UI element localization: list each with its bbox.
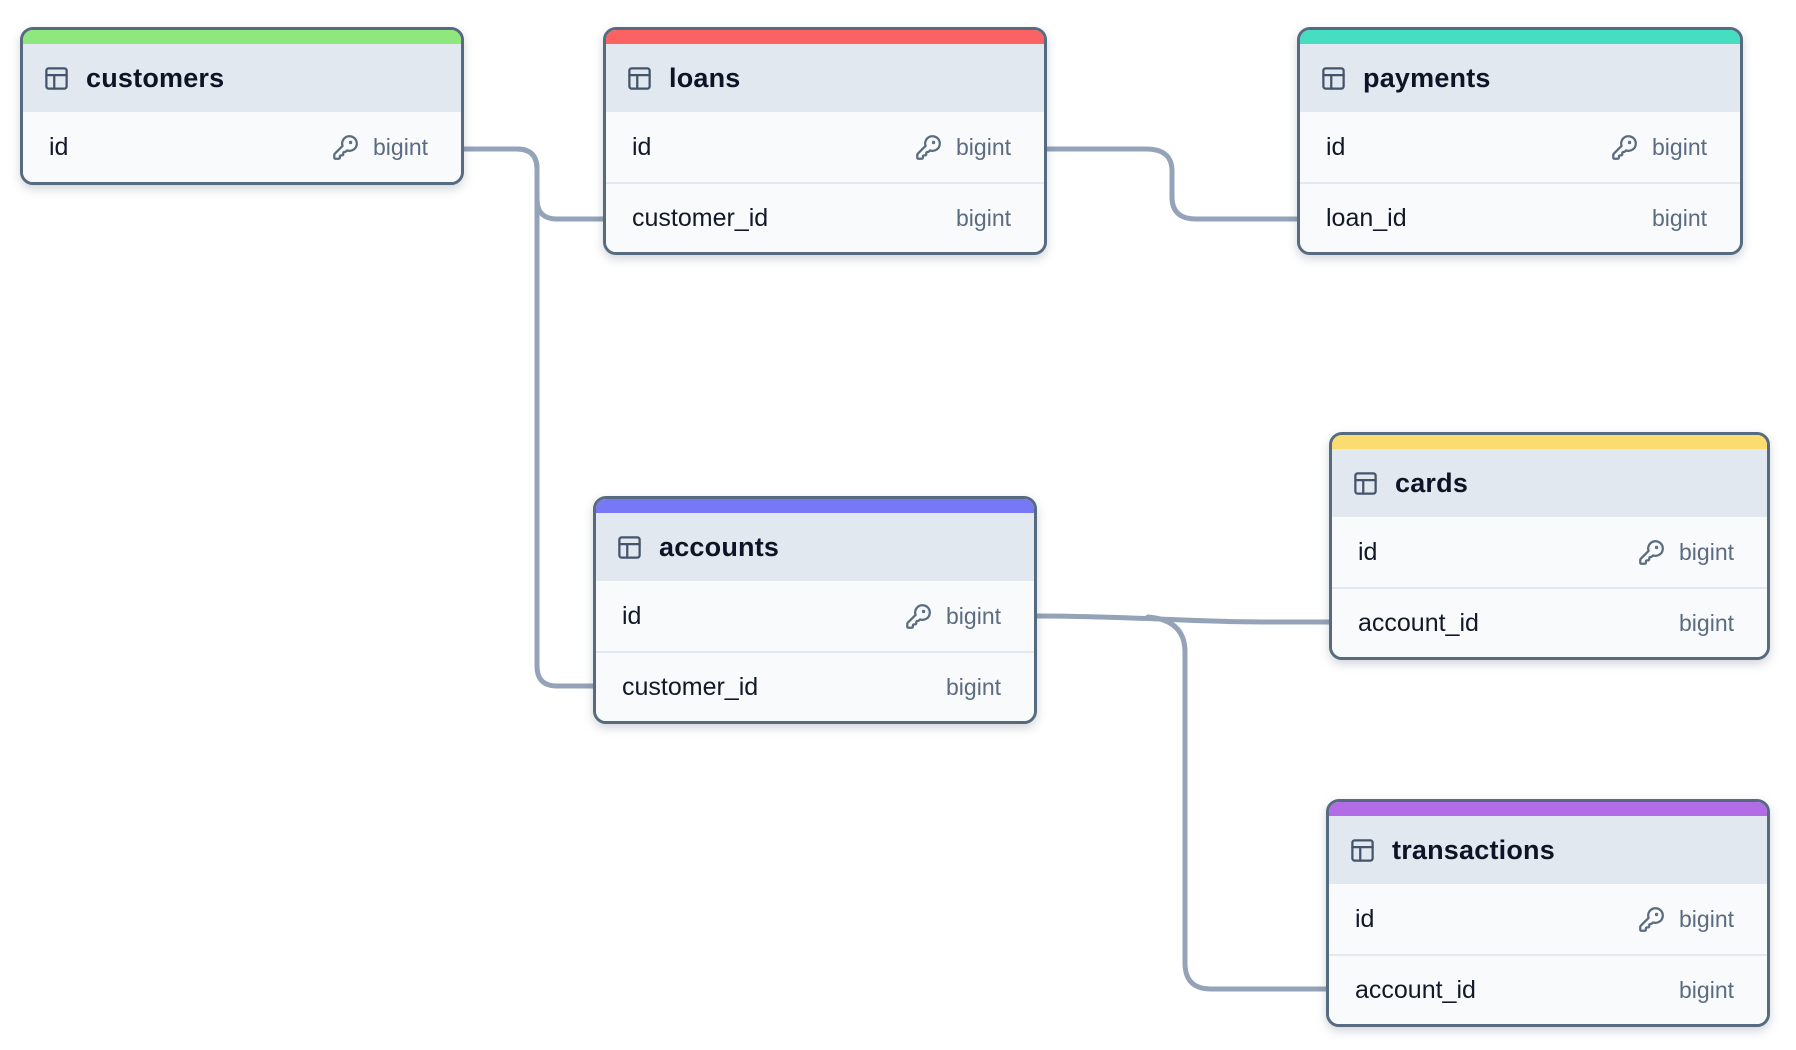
table-title: transactions	[1392, 834, 1555, 865]
field-row: account_id bigint	[1332, 587, 1767, 657]
table-header[interactable]: customers	[23, 44, 461, 112]
field-name: id	[1355, 904, 1375, 933]
table-title: payments	[1363, 62, 1491, 93]
field-row: loan_id bigint	[1300, 182, 1740, 252]
primary-key-icon	[1638, 539, 1665, 566]
field-name: id	[1326, 132, 1346, 161]
field-name: account_id	[1355, 975, 1476, 1004]
table-title: loans	[669, 62, 741, 93]
relationship-customers-accounts	[461, 146, 596, 689]
field-row: id bigint	[1300, 112, 1740, 182]
field-type: bigint	[373, 133, 428, 160]
primary-key-icon	[1611, 134, 1638, 161]
field-name: loan_id	[1326, 203, 1407, 232]
field-row: customer_id bigint	[606, 182, 1044, 252]
table-icon	[1320, 65, 1347, 92]
table-header[interactable]: transactions	[1329, 816, 1767, 884]
table-header[interactable]: accounts	[596, 513, 1034, 581]
primary-key-icon	[905, 603, 932, 630]
table-title: accounts	[659, 531, 780, 562]
field-type: bigint	[1652, 204, 1707, 231]
table-card-loans[interactable]: loans id bigint customer_id bigint	[603, 27, 1047, 255]
table-icon	[1352, 470, 1379, 497]
field-type: bigint	[1679, 609, 1734, 636]
field-name: id	[632, 132, 652, 161]
field-name: id	[622, 601, 642, 630]
field-row: id bigint	[23, 112, 461, 182]
table-card-customers[interactable]: customers id bigint	[20, 27, 464, 185]
table-header[interactable]: cards	[1332, 449, 1767, 517]
table-card-transactions[interactable]: transactions id bigint account_id bigint	[1326, 799, 1770, 1027]
field-name: customer_id	[622, 672, 759, 701]
relationship-accounts-transactions	[1145, 614, 1329, 992]
table-card-payments[interactable]: payments id bigint loan_id bigint	[1297, 27, 1743, 255]
table-color-bar	[1300, 30, 1740, 44]
field-row: account_id bigint	[1329, 954, 1767, 1024]
primary-key-icon	[332, 134, 359, 161]
field-type: bigint	[956, 204, 1011, 231]
table-card-cards[interactable]: cards id bigint account_id bigint	[1329, 432, 1770, 660]
field-type: bigint	[946, 673, 1001, 700]
table-icon	[43, 65, 70, 92]
table-color-bar	[606, 30, 1044, 44]
table-title: cards	[1395, 467, 1469, 498]
table-header[interactable]: loans	[606, 44, 1044, 112]
relationship-loans-payments	[1044, 146, 1300, 222]
field-name: id	[1358, 537, 1378, 566]
field-row: customer_id bigint	[596, 651, 1034, 721]
field-type: bigint	[956, 133, 1011, 160]
field-type: bigint	[1679, 538, 1734, 565]
field-row: id bigint	[606, 112, 1044, 182]
field-row: id bigint	[1332, 517, 1767, 587]
table-header[interactable]: payments	[1300, 44, 1740, 112]
primary-key-icon	[915, 134, 942, 161]
field-name: account_id	[1358, 608, 1479, 637]
table-color-bar	[23, 30, 461, 44]
table-icon	[1349, 837, 1376, 864]
table-title: customers	[86, 62, 225, 93]
primary-key-icon	[1638, 906, 1665, 933]
relationship-accounts-cards	[1034, 613, 1332, 625]
table-color-bar	[596, 499, 1034, 513]
field-row: id bigint	[596, 581, 1034, 651]
table-color-bar	[1332, 435, 1767, 449]
field-type: bigint	[946, 602, 1001, 629]
field-name: customer_id	[632, 203, 769, 232]
field-name: id	[49, 132, 69, 161]
table-icon	[626, 65, 653, 92]
table-icon	[616, 534, 643, 561]
field-row: id bigint	[1329, 884, 1767, 954]
field-type: bigint	[1652, 133, 1707, 160]
table-color-bar	[1329, 802, 1767, 816]
field-type: bigint	[1679, 976, 1734, 1003]
field-type: bigint	[1679, 905, 1734, 932]
table-card-accounts[interactable]: accounts id bigint customer_id bigint	[593, 496, 1037, 724]
